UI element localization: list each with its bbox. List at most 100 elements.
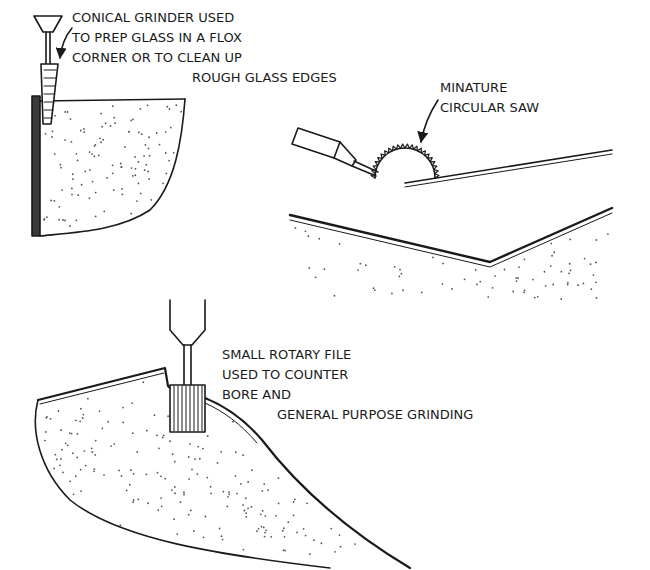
stipple-dot [487, 296, 489, 298]
stipple-dot [191, 469, 193, 471]
stipple-dot [142, 381, 144, 383]
stipple-dot [60, 429, 62, 431]
stipple-dot [235, 451, 237, 453]
stipple-dot [166, 106, 168, 108]
stipple-dot [162, 437, 164, 439]
shank [184, 345, 191, 385]
stipple-dot [103, 474, 105, 476]
part-top-edge [38, 368, 170, 400]
stipple-dot [84, 170, 86, 172]
stipple-dot [95, 440, 97, 442]
stipple-dot [284, 550, 286, 552]
stipple-dot [197, 446, 199, 448]
stipple-dot [270, 536, 272, 538]
stipple-dot [131, 402, 133, 404]
stipple-dot [161, 505, 163, 507]
stipple-dot [156, 132, 158, 134]
stipple-dot [137, 161, 139, 163]
stipple-dot [373, 287, 375, 289]
stipple-dot [81, 184, 83, 186]
stipple-dot [262, 510, 264, 512]
stipple-dot [91, 153, 93, 155]
stipple-dot [128, 131, 130, 133]
stipple-dot [44, 218, 46, 220]
stipple-dot [80, 490, 82, 492]
stipple-dot [122, 422, 124, 424]
stipple-dot [399, 269, 401, 271]
stipple-dot [359, 263, 361, 265]
stipple-dot [232, 421, 234, 423]
stipple-dot [242, 504, 244, 506]
stipple-dot [147, 104, 149, 106]
rotary-file [170, 385, 205, 432]
stipple-dot [132, 501, 134, 503]
stipple-dot [569, 239, 571, 241]
stipple-dot [334, 551, 336, 553]
stipple-dot [130, 120, 132, 122]
stipple-dot [46, 216, 48, 218]
stipple-dot [46, 416, 48, 418]
saw-tooth-edge [371, 144, 439, 178]
stipple-dot [551, 255, 553, 257]
stipple-dot [354, 543, 356, 545]
stipple-dot [243, 549, 245, 551]
tool-label-text: MINATURE CIRCULAR SAW [440, 80, 539, 115]
stipple-dot [309, 553, 311, 555]
stipple-dot [136, 200, 138, 202]
stipple-dot [166, 173, 168, 175]
stipple-dot [261, 490, 263, 492]
stipple-dot [58, 206, 60, 208]
stipple-dot [157, 509, 159, 511]
stipple-dot [494, 275, 496, 277]
stipple-dot [101, 126, 103, 128]
stipple-dot [553, 251, 555, 253]
stipple-dot [64, 111, 66, 113]
stipple-dot [80, 130, 82, 132]
tool-label: CONICAL GRINDER USED TO PREP GLASS IN A … [72, 8, 372, 268]
stipple-dot [251, 506, 253, 508]
wrap-spacer [72, 68, 192, 268]
stipple-dot [228, 493, 230, 495]
stipple-dot [569, 263, 571, 265]
stipple-dot [194, 458, 196, 460]
stipple-dot [173, 152, 175, 154]
stipple-dot [568, 272, 570, 274]
stipple-dot [567, 284, 569, 286]
stipple-dot [147, 502, 149, 504]
stipple-dot [159, 144, 161, 146]
stipple-dot [148, 147, 150, 149]
stipple-dot [146, 430, 148, 432]
stipple-dot [141, 133, 143, 135]
part-edge-inner [205, 403, 257, 443]
stipple-dot [54, 454, 56, 456]
stipple-dot [188, 514, 190, 516]
stipple-dot [240, 483, 242, 485]
stipple-dot [114, 122, 116, 124]
stipple-dot [83, 128, 85, 130]
stipple-dot [64, 220, 66, 222]
stipple-dot [165, 131, 167, 133]
stipple-dot [339, 243, 341, 245]
saw-disk [375, 148, 435, 178]
stipple-dot [59, 464, 61, 466]
stipple-dot [357, 269, 359, 271]
stipple-dot [170, 127, 172, 129]
stipple-dot [247, 507, 249, 509]
stipple-dot [50, 418, 52, 420]
stipple-dot [61, 189, 63, 191]
stipple-dot [145, 144, 147, 146]
stipple-dot [138, 132, 140, 134]
stipple-dot [207, 435, 209, 437]
stipple-dot [44, 440, 46, 442]
part-outline [40, 99, 185, 236]
stipple-dot [315, 276, 317, 278]
stipple-dot [160, 475, 162, 477]
stipple-dot [163, 434, 165, 436]
stipple-dot [169, 440, 171, 442]
panel-corner-inner [290, 213, 612, 267]
stipple-dot [176, 533, 178, 535]
stipple-dot [523, 291, 525, 293]
stipple-dot [550, 265, 552, 267]
stipple-dot [140, 193, 142, 195]
